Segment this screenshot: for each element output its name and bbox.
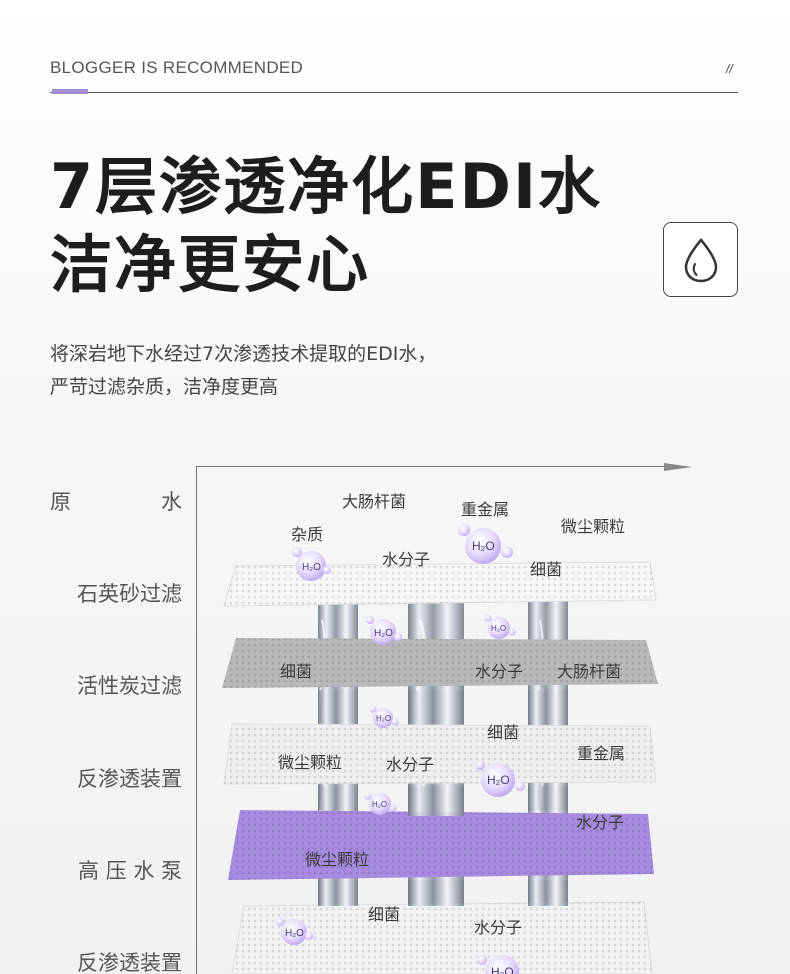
diagram-axis-arrow	[664, 463, 692, 471]
contaminant-label: 细菌	[280, 662, 313, 681]
contaminant-label: 大肠杆菌	[342, 492, 407, 511]
h2o-molecule: H₂O	[364, 792, 397, 815]
h2o-molecule: H₂O	[458, 524, 513, 564]
contaminant-label: 细菌	[368, 905, 401, 924]
svg-text:H₂O: H₂O	[491, 965, 514, 974]
h2o-molecule: H₂O	[366, 616, 402, 645]
svg-text:H₂O: H₂O	[487, 773, 510, 787]
description-line-2: 严苛过滤杂质，洁净度更高	[50, 376, 279, 398]
contaminant-label: 微尘颗粒	[305, 850, 370, 869]
layer-activated-carbon	[222, 638, 658, 688]
h2o-molecule: H₂O	[276, 918, 313, 945]
header-mark: //	[726, 62, 733, 76]
layer-quartz-sand	[223, 561, 657, 607]
svg-text:H₂O: H₂O	[374, 628, 393, 639]
h2o-molecule: H₂O	[292, 547, 331, 581]
contaminant-label: 重金属	[461, 500, 510, 519]
page-title: 7层渗透净化EDI水 洁净更安心	[50, 148, 602, 304]
h2o-molecules: H₂O H₂O H₂O H₂O H₂O H₂O H₂O H₂O	[276, 524, 525, 974]
water-drop-icon	[663, 222, 738, 297]
title-line-1: 7层渗透净化EDI水	[50, 150, 603, 223]
contaminant-label: 细菌	[487, 723, 520, 742]
stage-label-reverse-osmosis-2: 反渗透装置	[77, 951, 182, 974]
title-line-2: 洁净更安心	[50, 228, 371, 301]
contaminant-label: 水分子	[475, 662, 524, 681]
contaminant-label: 杂质	[291, 525, 324, 544]
stage-label-quartz-sand: 石英砂过滤	[77, 582, 182, 606]
contaminant-label: 水分子	[386, 755, 435, 774]
contaminant-label: 细菌	[530, 560, 563, 579]
layer-reverse-osmosis-1	[223, 723, 657, 785]
description-line-1: 将深岩地下水经过7次渗透技术提取的EDI水，	[50, 343, 437, 365]
svg-text:H₂O: H₂O	[376, 714, 391, 723]
svg-text:H₂O: H₂O	[491, 624, 506, 633]
svg-text:H₂O: H₂O	[285, 928, 304, 939]
contaminant-label: 重金属	[577, 744, 626, 763]
layer-high-pressure-pump	[228, 810, 654, 880]
diagram-axis-horizontal	[196, 466, 666, 467]
h2o-molecule: H₂O	[477, 955, 519, 974]
header-divider	[50, 92, 738, 93]
header-accent-bar	[52, 89, 88, 94]
stage-label-activated-carbon: 活性炭过滤	[77, 674, 182, 698]
description: 将深岩地下水经过7次渗透技术提取的EDI水， 严苛过滤杂质，洁净度更高	[50, 338, 436, 404]
layer-reverse-osmosis-2	[231, 901, 653, 974]
h2o-molecule: H₂O	[484, 614, 516, 639]
h2o-molecule: H₂O	[369, 705, 399, 728]
contaminant-label: 微尘颗粒	[278, 753, 343, 772]
contaminant-label: 水分子	[576, 813, 625, 832]
svg-text:H₂O: H₂O	[372, 800, 387, 809]
diagram-axis-vertical	[196, 466, 197, 974]
stage-label-raw-water: 原 水	[50, 490, 182, 514]
stage-label-reverse-osmosis-1: 反渗透装置	[77, 767, 182, 791]
contaminant-label: 水分子	[382, 550, 431, 569]
h2o-molecule: H₂O	[475, 760, 525, 797]
contaminant-label: 水分子	[474, 918, 523, 937]
stage-label-high-pressure-pump: 高 压 水 泵	[77, 859, 182, 883]
contaminant-label: 大肠杆菌	[557, 662, 622, 681]
header-label: BLOGGER IS RECOMMENDED	[50, 58, 304, 77]
contaminant-label: 微尘颗粒	[561, 517, 626, 536]
svg-text:H₂O: H₂O	[302, 562, 321, 573]
svg-text:H₂O: H₂O	[472, 539, 495, 553]
